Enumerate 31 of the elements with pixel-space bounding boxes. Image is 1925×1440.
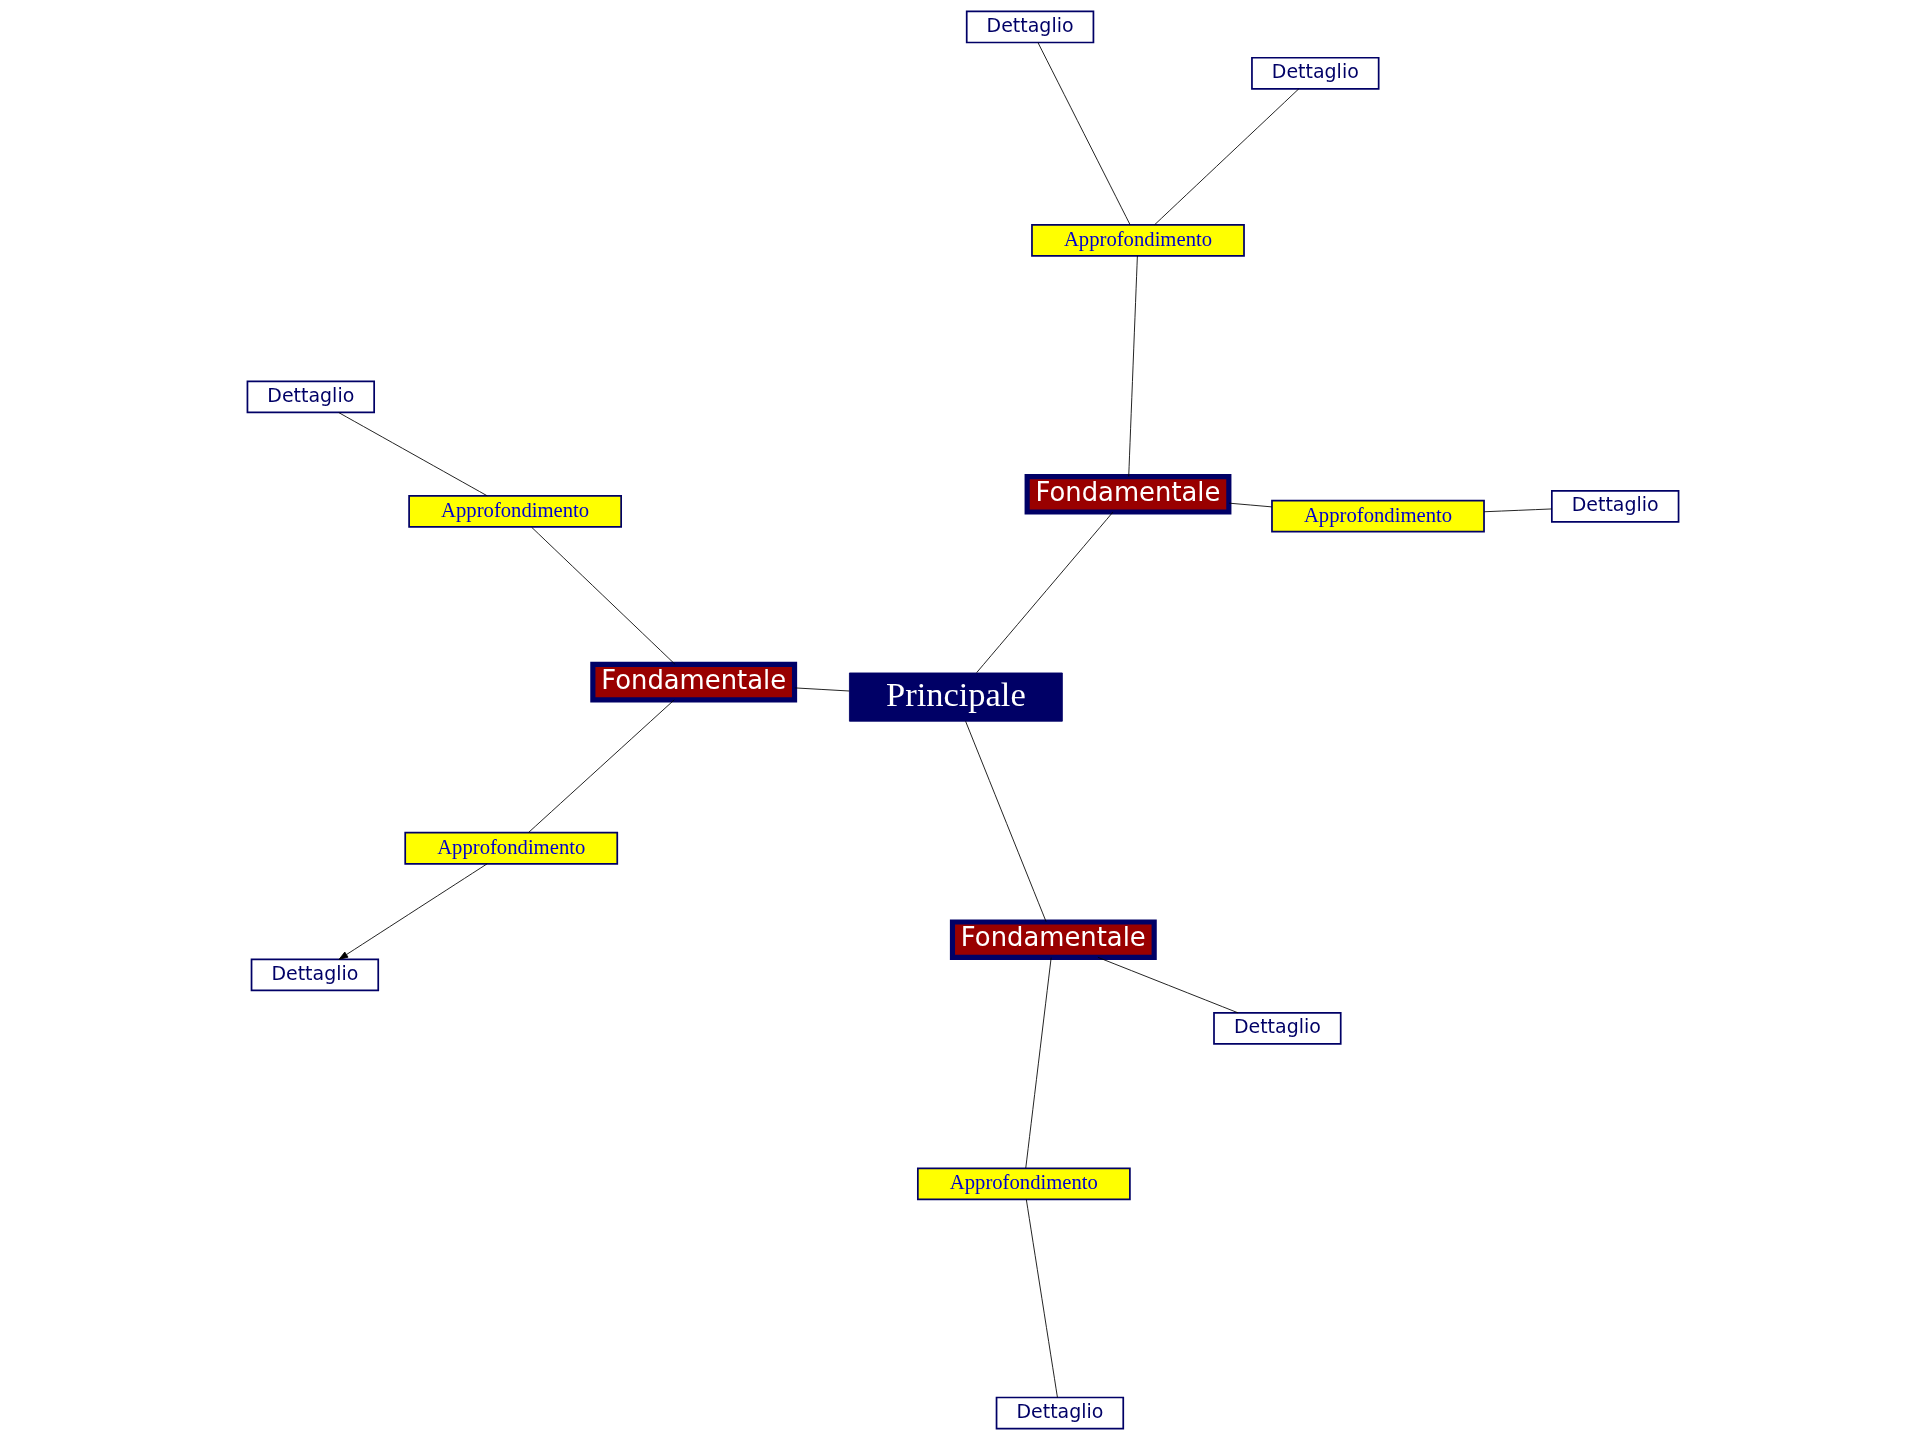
connector	[1153, 88, 1299, 226]
node-box: Fondamentale	[1024, 474, 1231, 515]
connector	[1483, 508, 1552, 513]
connector	[975, 511, 1113, 674]
connector	[1024, 957, 1052, 1169]
connector	[1025, 1199, 1058, 1398]
node-box: Fondamentale	[949, 919, 1157, 960]
connector	[530, 526, 676, 665]
connector	[337, 412, 488, 497]
node-box: Dettaglio	[1550, 489, 1679, 523]
node-box: Dettaglio	[246, 380, 375, 414]
connector	[1127, 255, 1138, 477]
node-box: Dettaglio	[1250, 56, 1379, 90]
arrow	[338, 863, 488, 960]
node-box: Dettaglio	[250, 958, 379, 992]
node-box: Approfondimento	[1270, 499, 1485, 533]
node-box: Dettaglio	[1212, 1012, 1342, 1045]
node-box: Fondamentale	[589, 661, 797, 703]
node-box: Dettaglio	[995, 1396, 1124, 1430]
connector	[1228, 502, 1272, 508]
connector	[1037, 42, 1130, 226]
node-box: Approfondimento	[403, 831, 618, 865]
connector	[1097, 956, 1238, 1014]
connector	[964, 720, 1047, 923]
node-box: Approfondimento	[1030, 224, 1245, 257]
node-box: Approfondimento	[407, 495, 622, 528]
node-box: Dettaglio	[965, 10, 1094, 44]
node-box: Principale	[848, 672, 1063, 722]
connector	[793, 687, 850, 692]
node-box: Approfondimento	[916, 1167, 1131, 1201]
connector	[527, 699, 675, 833]
